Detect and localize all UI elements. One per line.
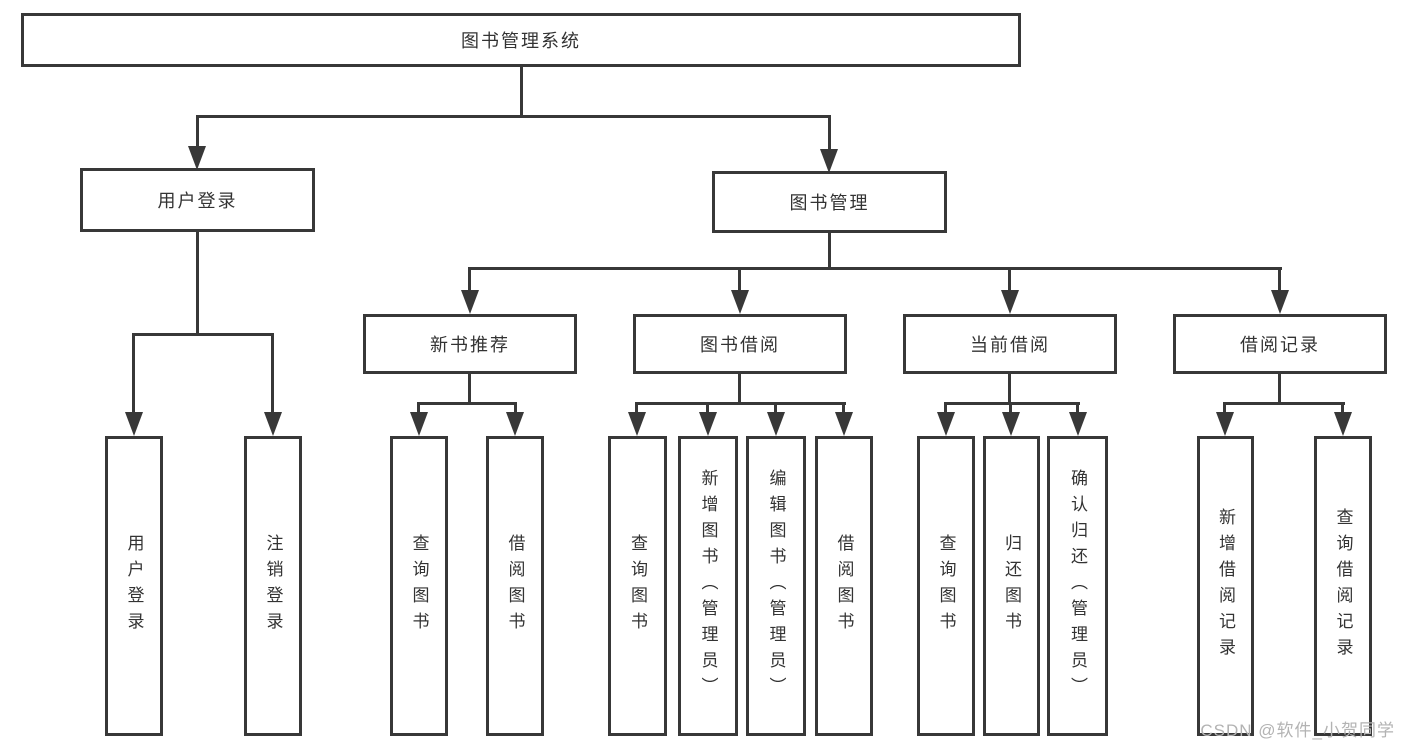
arrow-down-icon xyxy=(1069,412,1087,436)
arrow-down-icon xyxy=(264,412,282,436)
connector-bookmgmt-drop xyxy=(828,231,831,270)
leaf-record-query-record: 查询借阅记录 xyxy=(1314,436,1372,736)
connector-leaf-stub xyxy=(842,402,845,414)
connector-drop-book-management xyxy=(828,115,831,151)
leaf-current-confirm-return-label: 确认归还（管理员） xyxy=(1068,469,1087,703)
arrow-down-icon xyxy=(937,412,955,436)
leaf-borrow-query-book: 查询图书 xyxy=(608,436,667,736)
arrow-down-icon xyxy=(1216,412,1234,436)
node-book-borrow: 图书借阅 xyxy=(633,314,847,374)
connector-root-drop xyxy=(520,66,523,118)
connector-drop-level2 xyxy=(1008,267,1011,292)
leaf-newbook-borrow-book: 借阅图书 xyxy=(486,436,544,736)
arrow-down-icon xyxy=(731,290,749,314)
node-current-borrow-label: 当前借阅 xyxy=(970,335,1050,355)
connector-leaf-stub xyxy=(1009,402,1012,414)
node-book-management: 图书管理 xyxy=(712,171,947,233)
connector-group-drop xyxy=(468,372,471,405)
connector-drop-level2 xyxy=(1278,267,1281,292)
connector-level1-horizontal xyxy=(196,115,831,118)
leaf-logout-label: 注销登录 xyxy=(263,534,283,638)
arrow-down-icon xyxy=(767,412,785,436)
watermark: CSDN @软件_小贺同学 xyxy=(1200,721,1395,740)
connector-group-drop xyxy=(738,372,741,405)
connector-drop-user-login xyxy=(196,115,199,148)
node-book-borrow-label: 图书借阅 xyxy=(700,335,780,355)
connector-leaf-stub xyxy=(635,402,638,414)
connector-group-drop xyxy=(1278,372,1281,405)
leaf-current-query-book-label: 查询图书 xyxy=(936,534,956,638)
connector-leaf-stub xyxy=(417,402,420,414)
node-new-book-recommend-label: 新书推荐 xyxy=(430,335,510,355)
arrow-down-icon xyxy=(410,412,428,436)
node-user-login: 用户登录 xyxy=(80,168,315,232)
leaf-borrow-add-book-label: 新增图书（管理员） xyxy=(698,469,718,703)
leaf-borrow-query-book-label: 查询图书 xyxy=(628,534,647,638)
connector-drop-level2 xyxy=(468,267,471,292)
arrow-down-icon xyxy=(820,149,838,173)
connector-group3-horizontal xyxy=(944,402,1080,405)
connector-leaf-stub xyxy=(706,402,709,414)
node-current-borrow: 当前借阅 xyxy=(903,314,1117,374)
connector-leaf-stub xyxy=(774,402,777,414)
arrow-down-icon xyxy=(1271,290,1289,314)
leaf-current-return-book: 归还图书 xyxy=(983,436,1040,736)
connector-level2-horizontal xyxy=(468,267,1282,270)
leaf-record-add-record-label: 新增借阅记录 xyxy=(1216,508,1235,664)
arrow-down-icon xyxy=(835,412,853,436)
node-borrow-record: 借阅记录 xyxy=(1173,314,1387,374)
leaf-current-query-book: 查询图书 xyxy=(917,436,975,736)
connector-group-drop xyxy=(1008,372,1011,405)
leaf-newbook-borrow-book-label: 借阅图书 xyxy=(505,534,525,638)
connector-leaf-stub xyxy=(944,402,947,414)
arrow-down-icon xyxy=(1334,412,1352,436)
arrow-down-icon xyxy=(461,290,479,314)
leaf-logout: 注销登录 xyxy=(244,436,302,736)
arrow-down-icon xyxy=(1002,412,1020,436)
node-book-management-label: 图书管理 xyxy=(789,193,870,213)
connector-drop-leaf xyxy=(271,333,274,415)
connector-leaf-stub xyxy=(514,402,517,414)
leaf-borrow-edit-book-label: 编辑图书（管理员） xyxy=(766,469,786,703)
leaf-borrow-borrow-book-label: 借阅图书 xyxy=(834,534,854,638)
connector-userlogin-drop xyxy=(196,230,199,336)
connector-userlogin-horizontal xyxy=(132,333,274,336)
connector-leaf-stub xyxy=(1341,402,1344,414)
arrow-down-icon xyxy=(506,412,524,436)
node-borrow-record-label: 借阅记录 xyxy=(1240,335,1320,355)
leaf-user-login-label: 用户登录 xyxy=(124,534,144,638)
arrow-down-icon xyxy=(1001,290,1019,314)
leaf-borrow-borrow-book: 借阅图书 xyxy=(815,436,873,736)
arrow-down-icon xyxy=(188,146,206,170)
connector-group2-horizontal xyxy=(635,402,846,405)
connector-drop-level2 xyxy=(738,267,741,292)
leaf-borrow-add-book: 新增图书（管理员） xyxy=(678,436,738,736)
arrow-down-icon xyxy=(628,412,646,436)
connector-group4-horizontal xyxy=(1223,402,1345,405)
node-root-label: 图书管理系统 xyxy=(461,31,581,51)
connector-leaf-stub xyxy=(1076,402,1079,414)
leaf-newbook-query-book: 查询图书 xyxy=(390,436,448,736)
arrow-down-icon xyxy=(699,412,717,436)
leaf-record-add-record: 新增借阅记录 xyxy=(1197,436,1254,736)
leaf-user-login: 用户登录 xyxy=(105,436,163,736)
leaf-current-confirm-return: 确认归还（管理员） xyxy=(1047,436,1108,736)
arrow-down-icon xyxy=(125,412,143,436)
leaf-record-query-record-label: 查询借阅记录 xyxy=(1333,508,1353,664)
connector-group1-horizontal xyxy=(417,402,517,405)
connector-drop-leaf xyxy=(132,333,135,415)
leaf-borrow-edit-book: 编辑图书（管理员） xyxy=(746,436,806,736)
leaf-newbook-query-book-label: 查询图书 xyxy=(409,534,429,638)
node-user-login-label: 用户登录 xyxy=(157,191,238,211)
node-root: 图书管理系统 xyxy=(21,13,1021,67)
leaf-current-return-book-label: 归还图书 xyxy=(1002,534,1021,638)
node-new-book-recommend: 新书推荐 xyxy=(363,314,577,374)
connector-leaf-stub xyxy=(1223,402,1226,414)
